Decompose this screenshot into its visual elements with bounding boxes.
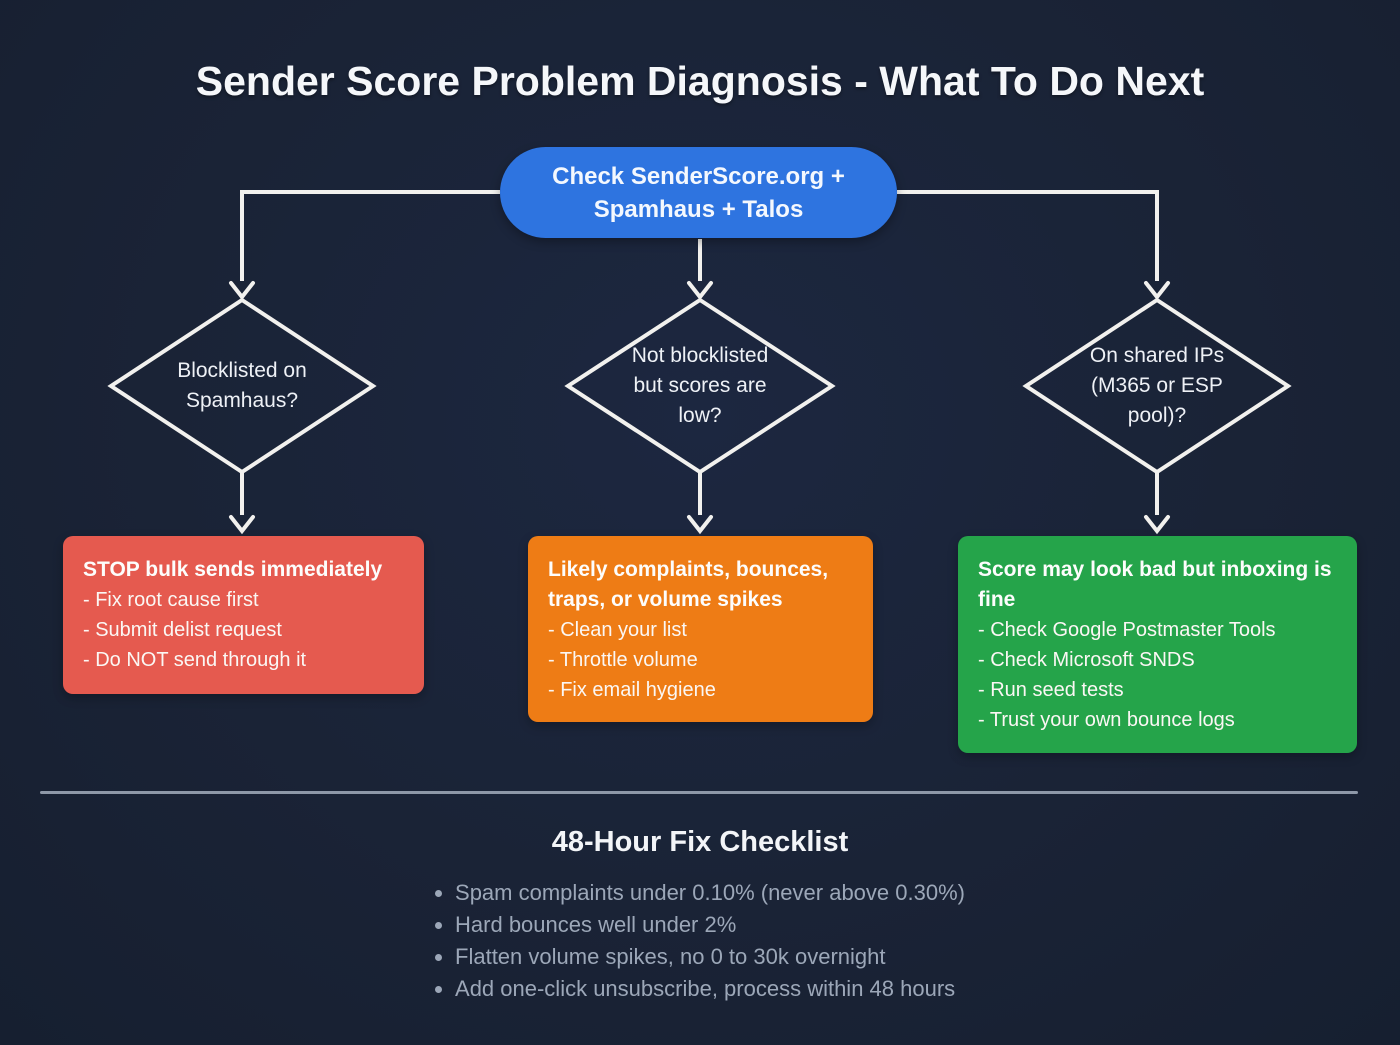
outcome-item: - Throttle volume (548, 649, 698, 671)
bullet-dot-icon (435, 890, 443, 897)
connector-root-to-right-diamond (897, 190, 1170, 301)
outcome-box-inboxing-fine: Score may look bad but inboxing is fine … (958, 536, 1357, 753)
bullet-dot-icon (435, 954, 443, 961)
connector-right-diamond-to-outcome (1144, 472, 1170, 535)
arrow-down-icon (687, 281, 713, 301)
outcome-item: - Fix root cause first (83, 589, 259, 611)
connector-left-diamond-to-outcome (229, 472, 255, 535)
outcome-heading: Likely complaints, bounces, traps, or vo… (548, 558, 829, 611)
outcome-box-stop-sends: STOP bulk sends immediately - Fix root c… (63, 536, 424, 694)
root-node-check-scores: Check SenderScore.org + Spamhaus + Talos (500, 147, 897, 238)
checklist-item-text: Spam complaints under 0.10% (never above… (455, 880, 965, 905)
connector-line (897, 190, 1159, 281)
connector-middle-diamond-to-outcome (687, 472, 713, 535)
connector-line (240, 190, 500, 281)
checklist-item: Flatten volume spikes, no 0 to 30k overn… (435, 941, 965, 973)
decision-label-shared-ips: On shared IPs (M365 or ESP pool)? (1089, 344, 1225, 427)
outcome-item: - Trust your own bounce logs (978, 709, 1235, 731)
bullet-dot-icon (435, 922, 443, 929)
connector-root-to-left-diamond (229, 190, 500, 301)
outcome-item: - Run seed tests (978, 679, 1124, 701)
outcome-item: - Clean your list (548, 619, 687, 641)
outcome-box-list-hygiene: Likely complaints, bounces, traps, or vo… (528, 536, 873, 722)
checklist-item: Hard bounces well under 2% (435, 909, 965, 941)
section-divider (40, 791, 1358, 794)
decision-label-blocklisted: Blocklisted on Spamhaus? (177, 359, 307, 412)
decision-label-low-scores: Not blocklisted but scores are low? (631, 344, 769, 427)
outcome-item: - Check Google Postmaster Tools (978, 619, 1276, 641)
arrow-down-icon (1144, 281, 1170, 301)
outcome-item: - Do NOT send through it (83, 649, 307, 671)
checklist-item-text: Flatten volume spikes, no 0 to 30k overn… (455, 944, 886, 969)
arrow-down-icon (687, 515, 713, 535)
outcome-heading: STOP bulk sends immediately (83, 558, 383, 581)
outcome-item: - Check Microsoft SNDS (978, 649, 1195, 671)
checklist-item: Add one-click unsubscribe, process withi… (435, 973, 965, 1005)
outcome-heading: Score may look bad but inboxing is fine (978, 558, 1332, 611)
page-title: Sender Score Problem Diagnosis - What To… (195, 58, 1205, 104)
connector-root-to-middle-diamond (687, 239, 713, 301)
outcome-item: - Submit delist request (83, 619, 282, 641)
bullet-dot-icon (435, 986, 443, 993)
arrow-down-icon (229, 515, 255, 535)
root-node-label: Check SenderScore.org + Spamhaus + Talos (552, 162, 845, 223)
checklist: Spam complaints under 0.10% (never above… (0, 877, 1400, 1005)
checklist-item-text: Hard bounces well under 2% (455, 912, 737, 937)
checklist-item: Spam complaints under 0.10% (never above… (435, 877, 965, 909)
outcome-item: - Fix email hygiene (548, 679, 716, 701)
arrow-down-icon (229, 281, 255, 301)
checklist-item-text: Add one-click unsubscribe, process withi… (455, 976, 956, 1001)
checklist-heading: 48-Hour Fix Checklist (551, 826, 849, 858)
arrow-down-icon (1144, 515, 1170, 535)
